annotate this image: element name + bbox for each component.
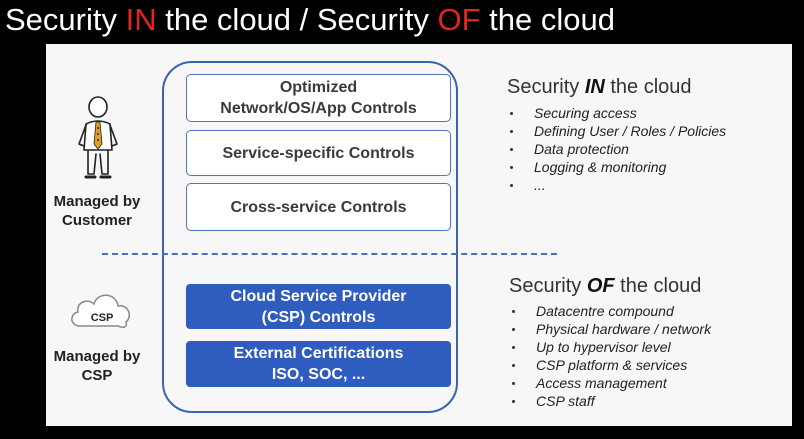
list-item: ...: [506, 176, 726, 194]
in-heading-prefix: Security: [507, 76, 585, 98]
cross-service-text: Cross-service Controls: [230, 198, 407, 216]
title-part-1: Security: [5, 2, 126, 37]
list-item: Physical hardware / network: [508, 320, 711, 338]
customer-label-line1: Managed by: [53, 193, 141, 210]
security-of-list: Datacentre compound Physical hardware / …: [508, 302, 711, 410]
service-specific-controls-box: Service-specific Controls: [186, 130, 451, 176]
in-heading-em: IN: [584, 76, 605, 98]
title-of-highlight: OF: [437, 2, 481, 37]
responsibility-divider: [102, 253, 557, 255]
csp-controls-box: Cloud Service Provider (CSP) Controls: [186, 284, 451, 329]
optimized-controls-box: Optimized Network/OS/App Controls: [186, 74, 451, 122]
list-item: Access management: [508, 374, 711, 392]
list-item: Securing access: [506, 104, 726, 122]
of-heading-suffix: the cloud: [614, 275, 702, 297]
list-item: CSP platform & services: [508, 356, 711, 374]
optimized-line2: Network/OS/App Controls: [220, 100, 417, 117]
controls-column: [162, 61, 458, 413]
optimized-line1: Optimized: [279, 79, 358, 96]
external-line1: External Certifications: [233, 345, 404, 362]
csp-label-line2: CSP: [81, 367, 113, 384]
external-line2: ISO, SOC, ...: [271, 366, 366, 383]
person-icon: [78, 96, 118, 179]
external-certifications-box: External Certifications ISO, SOC, ...: [186, 341, 451, 387]
security-of-heading: Security OF the cloud: [509, 275, 701, 298]
managed-by-csp-label: Managed by CSP: [42, 347, 152, 385]
cloud-icon: CSP: [71, 294, 130, 328]
title-part-3: the cloud / Security: [156, 2, 438, 37]
security-in-list: Securing access Defining User / Roles / …: [506, 104, 726, 194]
of-heading-prefix: Security: [509, 275, 587, 297]
list-item: Data protection: [506, 140, 726, 158]
csp-controls-line1: Cloud Service Provider: [230, 287, 407, 305]
managed-by-customer-label: Managed by Customer: [42, 192, 152, 230]
of-heading-em: OF: [586, 275, 615, 297]
list-item: Up to hypervisor level: [508, 338, 711, 356]
title-in-highlight: IN: [125, 2, 157, 37]
in-heading-suffix: the cloud: [604, 76, 692, 98]
csp-controls-line2: (CSP) Controls: [261, 308, 376, 326]
csp-label-line1: Managed by: [53, 348, 141, 365]
diagram-panel: Managed by Customer CSP Managed by CSP O…: [46, 44, 792, 426]
slide-title: Security IN the cloud / Security OF the …: [5, 0, 615, 40]
list-item: Defining User / Roles / Policies: [506, 122, 726, 140]
customer-label-line2: Customer: [61, 212, 132, 229]
list-item: Datacentre compound: [508, 302, 711, 320]
title-part-5: the cloud: [480, 2, 615, 37]
list-item: Logging & monitoring: [506, 158, 726, 176]
cloud-csp-text: CSP: [91, 312, 114, 324]
cross-service-controls-box: Cross-service Controls: [186, 183, 451, 231]
service-specific-text: Service-specific Controls: [222, 144, 415, 162]
list-item: CSP staff: [508, 392, 711, 410]
security-in-heading: Security IN the cloud: [507, 76, 692, 99]
